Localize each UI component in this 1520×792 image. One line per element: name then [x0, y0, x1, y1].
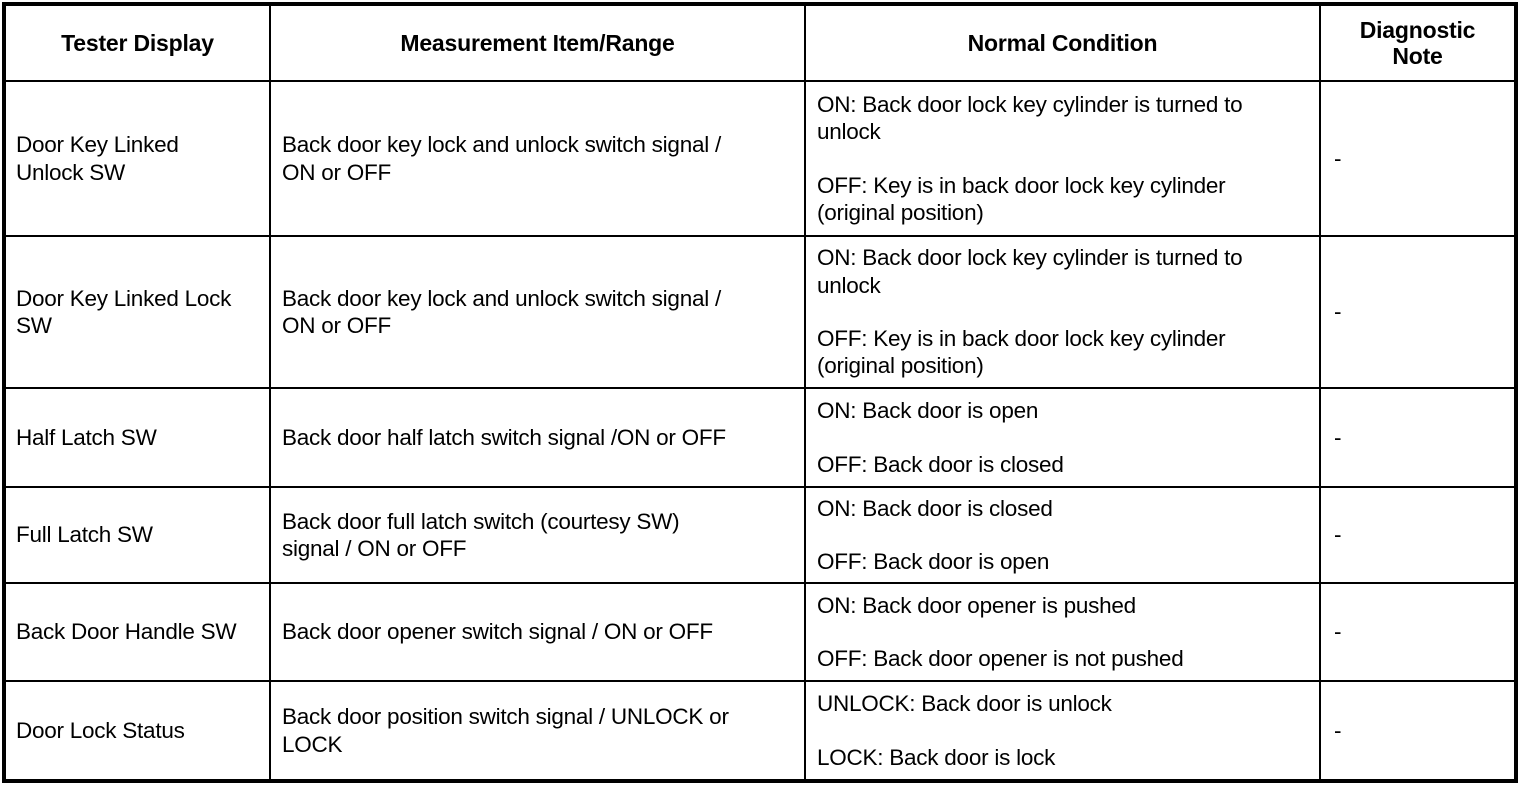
cell-tester-display: Door Key Linked Unlock SW: [3, 80, 271, 237]
text-line: (original position): [817, 199, 984, 225]
text-line: Door Key Linked: [16, 132, 179, 158]
table-row: Door Key Linked Lock SW Back door key lo…: [3, 235, 1517, 389]
cell-tester-display: Door Key Linked Lock SW: [3, 235, 271, 389]
table-row: Door Lock Status Back door position swit…: [3, 680, 1517, 782]
column-header-diagnostic-note: Diagnostic Note: [1319, 3, 1517, 82]
diagnostic-note-text: -: [1334, 145, 1342, 171]
cell-measurement-item-range: Back door key lock and unlock switch sig…: [269, 80, 806, 237]
text-line: unlock: [817, 272, 881, 298]
cell-tester-display: Half Latch SW: [3, 387, 271, 488]
tester-display-text: Back Door Handle SW: [16, 619, 237, 645]
cell-measurement-item-range: Back door position switch signal / UNLOC…: [269, 680, 806, 782]
table-header: Tester Display Measurement Item/Range No…: [3, 3, 1517, 82]
cell-normal-condition: ON: Back door lock key cylinder is turne…: [804, 80, 1321, 237]
cell-normal-condition: ON: Back door lock key cylinder is turne…: [804, 235, 1321, 389]
tester-display-text: Door Key Linked Unlock SW: [16, 131, 269, 186]
normal-condition-off: OFF: Back door is open: [817, 549, 1050, 574]
text-line: ON: Back door lock key cylinder is turne…: [817, 245, 1243, 271]
cell-normal-condition: UNLOCK: Back door is unlock LOCK: Back d…: [804, 680, 1321, 782]
cell-diagnostic-note: -: [1319, 80, 1517, 237]
column-header-diagnostic-note-line1: Diagnostic: [1359, 16, 1476, 43]
text-line: OFF: Key is in back door lock key cylind…: [817, 172, 1226, 198]
column-header-normal-condition: Normal Condition: [804, 3, 1321, 82]
diagnostic-note-text: -: [1334, 299, 1342, 325]
text-line: (original position): [817, 353, 984, 379]
cell-tester-display: Full Latch SW: [3, 486, 271, 584]
normal-condition-off: LOCK: Back door is lock: [817, 744, 1056, 770]
cell-diagnostic-note: -: [1319, 582, 1517, 682]
diagnostic-note-text: -: [1334, 619, 1342, 645]
normal-condition-off: OFF: Key is in back door lock key cylind…: [817, 172, 1319, 227]
cell-measurement-item-range: Back door half latch switch signal /ON o…: [269, 387, 806, 488]
tester-display-text: Full Latch SW: [16, 522, 153, 548]
cell-measurement-item-range: Back door full latch switch (courtesy SW…: [269, 486, 806, 584]
measurement-text: Back door key lock and unlock switch sig…: [282, 285, 804, 340]
text-line: Back door position switch signal / UNLOC…: [282, 704, 729, 730]
measurement-text: Back door key lock and unlock switch sig…: [282, 131, 804, 186]
cell-diagnostic-note: -: [1319, 680, 1517, 782]
normal-condition-on: ON: Back door opener is pushed: [817, 592, 1136, 618]
cell-normal-condition: ON: Back door is open OFF: Back door is …: [804, 387, 1321, 488]
measurement-text: Back door opener switch signal / ON or O…: [282, 619, 713, 645]
table-row: Door Key Linked Unlock SW Back door key …: [3, 80, 1517, 237]
table-row: Full Latch SW Back door full latch switc…: [3, 486, 1517, 584]
diagnostic-note-text: -: [1334, 424, 1342, 450]
normal-condition-on: ON: Back door lock key cylinder is turne…: [817, 244, 1319, 299]
normal-condition-off: OFF: Back door is closed: [817, 451, 1064, 477]
cell-diagnostic-note: -: [1319, 486, 1517, 584]
column-header-tester-display: Tester Display: [3, 3, 271, 82]
text-line: Back door key lock and unlock switch sig…: [282, 285, 721, 311]
cell-normal-condition: ON: Back door is closed OFF: Back door i…: [804, 486, 1321, 584]
measurement-text: Back door position switch signal / UNLOC…: [282, 703, 804, 758]
normal-condition-on: ON: Back door is closed: [817, 495, 1053, 521]
tester-display-text: Door Key Linked Lock SW: [16, 285, 269, 340]
text-line: unlock: [817, 119, 881, 145]
text-line: OFF: Key is in back door lock key cylind…: [817, 326, 1226, 351]
cell-tester-display: Back Door Handle SW: [3, 582, 271, 682]
text-line: Door Key Linked Lock: [16, 285, 232, 311]
text-line: Back door key lock and unlock switch sig…: [282, 132, 721, 158]
column-header-measurement-item-range: Measurement Item/Range: [269, 3, 806, 82]
text-line: Back door full latch switch (courtesy SW…: [282, 508, 680, 534]
measurement-text: Back door full latch switch (courtesy SW…: [282, 508, 804, 563]
cell-diagnostic-note: -: [1319, 235, 1517, 389]
normal-condition-on: UNLOCK: Back door is unlock: [817, 691, 1112, 717]
text-line: SW: [16, 313, 52, 338]
text-line: signal / ON or OFF: [282, 536, 467, 561]
text-line: Unlock SW: [16, 159, 126, 185]
tester-display-text: Half Latch SW: [16, 424, 157, 450]
measurement-text: Back door half latch switch signal /ON o…: [282, 424, 726, 450]
diagnostic-note-text: -: [1334, 522, 1342, 548]
text-line: ON or OFF: [282, 313, 391, 338]
normal-condition-on: ON: Back door is open: [817, 398, 1039, 424]
cell-tester-display: Door Lock Status: [3, 680, 271, 782]
table-row: Half Latch SW Back door half latch switc…: [3, 387, 1517, 488]
text-line: ON or OFF: [282, 159, 391, 185]
table-row: Back Door Handle SW Back door opener swi…: [3, 582, 1517, 682]
column-header-diagnostic-note-line2: Note: [1392, 43, 1443, 69]
text-line: ON: Back door lock key cylinder is turne…: [817, 91, 1243, 117]
cell-measurement-item-range: Back door opener switch signal / ON or O…: [269, 582, 806, 682]
normal-condition-off: OFF: Key is in back door lock key cylind…: [817, 325, 1319, 380]
normal-condition-off: OFF: Back door opener is not pushed: [817, 646, 1184, 671]
diagnostic-note-text: -: [1334, 717, 1342, 743]
tester-display-text: Door Lock Status: [16, 717, 185, 743]
cell-normal-condition: ON: Back door opener is pushed OFF: Back…: [804, 582, 1321, 682]
cell-diagnostic-note: -: [1319, 387, 1517, 488]
text-line: LOCK: [282, 731, 343, 757]
header-row: Tester Display Measurement Item/Range No…: [3, 3, 1517, 82]
normal-condition-on: ON: Back door lock key cylinder is turne…: [817, 91, 1319, 146]
table-body: Door Key Linked Unlock SW Back door key …: [3, 80, 1517, 782]
cell-measurement-item-range: Back door key lock and unlock switch sig…: [269, 235, 806, 389]
